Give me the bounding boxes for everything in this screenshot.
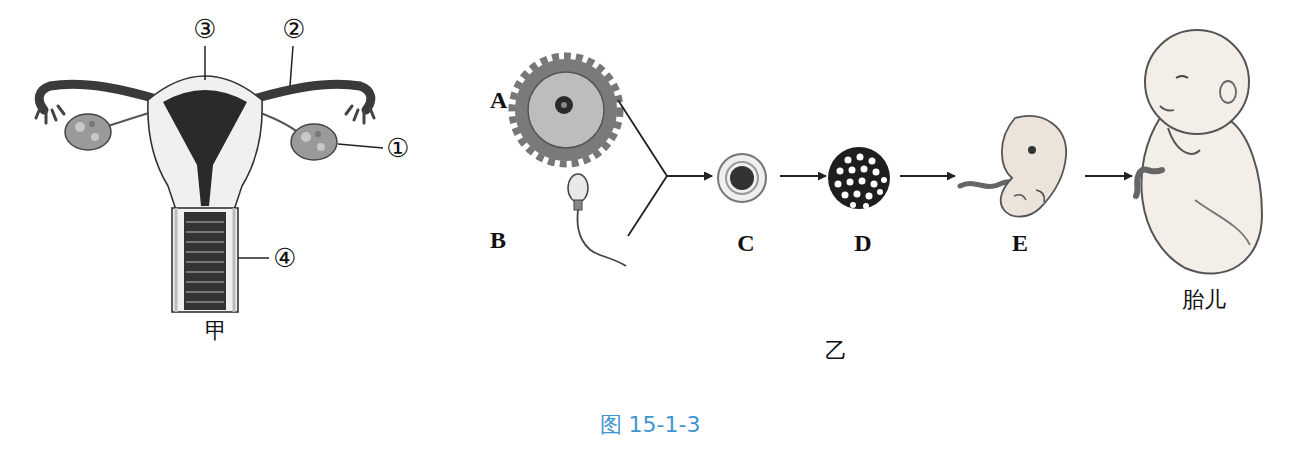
stage-letter: C	[712, 230, 780, 256]
stage-letter: 胎儿	[1132, 288, 1275, 312]
callout-number: ③	[193, 15, 216, 44]
fetus	[1136, 30, 1262, 274]
embryo	[960, 116, 1066, 216]
callout-number: ④	[273, 244, 296, 273]
stage-letter: A	[490, 87, 507, 113]
callout-number: ①	[386, 134, 409, 163]
sperm-cell	[568, 174, 626, 266]
reproductive-system	[36, 46, 383, 312]
cell-ball	[828, 147, 890, 209]
stage-node: D	[826, 140, 900, 260]
flow-arrow	[780, 175, 826, 177]
figure-label: 甲	[205, 319, 227, 343]
stage-node: E	[955, 110, 1085, 260]
callout-number: ②	[282, 15, 305, 44]
flow-arrow	[628, 176, 712, 236]
egg-cell	[512, 56, 620, 164]
stage-node: A	[488, 50, 618, 175]
stage-letter: E	[955, 230, 1085, 256]
flow-arrow	[618, 100, 712, 176]
stage-node: 胎儿	[1132, 14, 1275, 316]
flow-arrow	[900, 175, 955, 177]
stage-letter: D	[826, 230, 900, 256]
stage-letter: B	[490, 227, 506, 253]
stage-node: B	[488, 180, 628, 272]
figure-label: 乙	[825, 339, 847, 363]
stage-node: C	[712, 140, 780, 260]
zygote	[718, 154, 766, 202]
figure-caption: 图 15-1-3	[600, 413, 701, 437]
flow-arrow	[1085, 175, 1132, 177]
